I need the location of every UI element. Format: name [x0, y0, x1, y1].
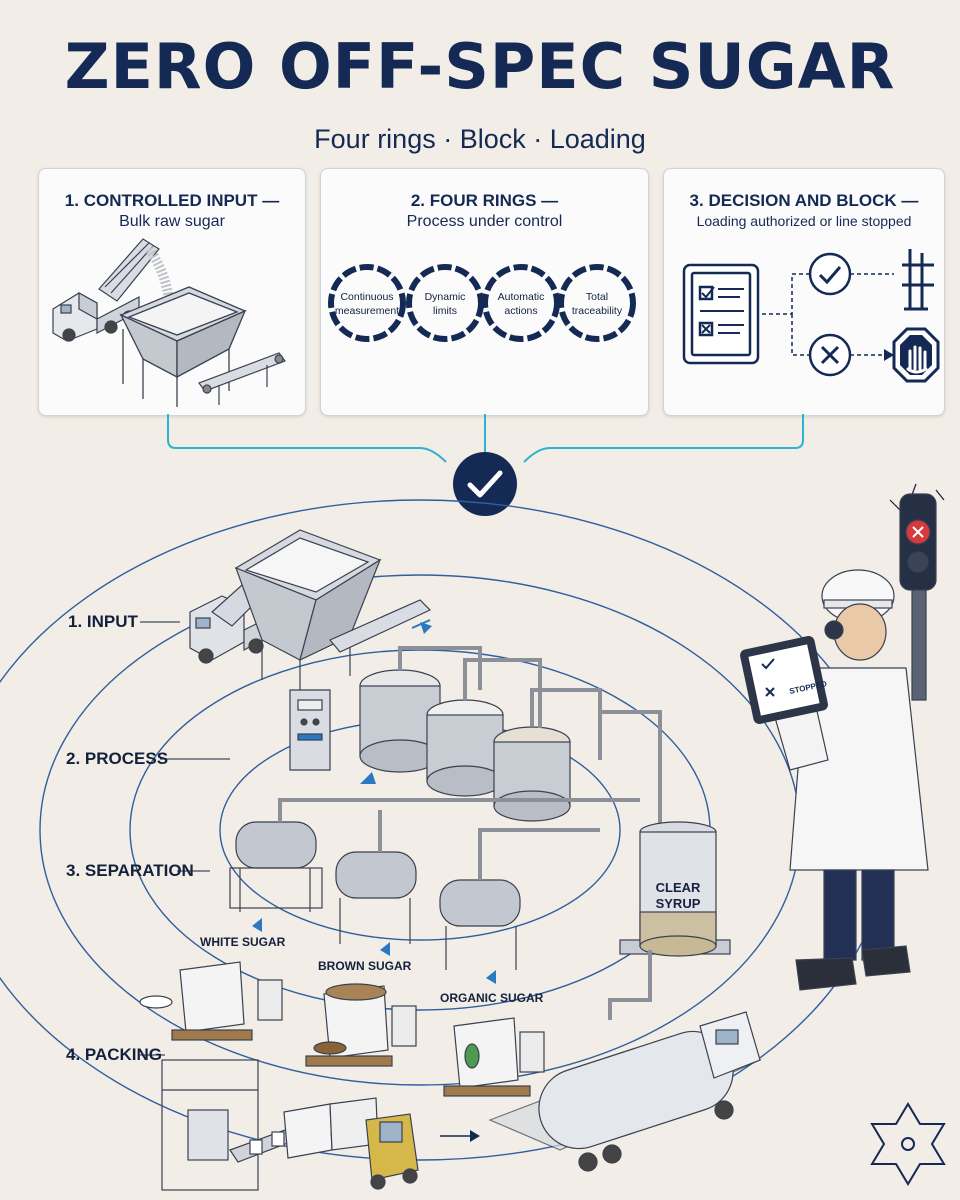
ring-label-2b: limits: [433, 305, 457, 317]
stage-label-packing: 4. PACKING: [66, 1045, 163, 1064]
input-hopper-illustration: [189, 529, 432, 690]
rings-graphic: Continuous measurement Dynamic limits Au…: [328, 264, 636, 342]
separation-centrifuges-illustration: [229, 798, 640, 970]
stage-label-input: 1. INPUT: [68, 612, 138, 631]
product-bags-illustration: [139, 961, 545, 1097]
arrow-icon: [884, 349, 894, 361]
ring-label-2: Dynamic: [425, 291, 466, 303]
ring-total-traceability: Total traceability: [558, 264, 636, 342]
checklist-icon: [682, 263, 760, 365]
reject-x-icon: [808, 333, 852, 377]
ring-label-4: Total: [586, 291, 608, 303]
central-check-icon: [453, 452, 517, 516]
card-title: 3. DECISION AND BLOCK —: [689, 191, 919, 210]
ring-continuous-measurement: Continuous measurement: [328, 264, 406, 342]
approve-check-icon: [808, 252, 852, 296]
product-label-white: WHITE SUGAR: [200, 935, 286, 949]
card-four-rings: 2. FOUR RINGS — Process under control Co…: [320, 168, 649, 416]
stage-leaders: [140, 621, 230, 1056]
card-subtitle: Loading authorized or line stopped: [696, 213, 912, 229]
tablet-icon: STOPPED: [740, 636, 828, 724]
card-title: 2. FOUR RINGS —: [410, 191, 559, 210]
truck-hopper-illustration: [52, 238, 286, 407]
conveyor-icon: [198, 352, 286, 405]
process-vats-illustration: [289, 646, 662, 830]
operator-figure: [769, 569, 929, 991]
stop-light-icon: [889, 483, 945, 701]
connector-lines: [167, 414, 804, 463]
card-subtitle: Bulk raw sugar: [119, 213, 225, 230]
packing-line-illustration: [161, 1059, 419, 1191]
card-controlled-input: 1. CONTROLLED INPUT — Bulk raw sugar: [38, 168, 306, 416]
card-title: 1. CONTROLLED INPUT —: [64, 191, 280, 210]
stage-label-separation: 3. SEPARATION: [66, 861, 194, 880]
product-label-brown: BROWN SUGAR: [318, 959, 412, 973]
ring-label-3b: actions: [504, 305, 537, 317]
dump-truck-icon: [52, 238, 160, 342]
tank-label-2: SYRUP: [656, 896, 701, 911]
ring-label-3: Automatic: [498, 291, 545, 303]
card-decision-block: 3. DECISION AND BLOCK — Loading authoriz…: [663, 168, 945, 416]
card-subtitle: Process under control: [406, 213, 563, 230]
page-subtitle: Four rings · Block · Loading: [314, 124, 646, 154]
ring-label-4b: traceability: [572, 305, 623, 317]
branch-lines-icon: [762, 273, 894, 356]
ring-label-1b: measurement: [335, 305, 399, 317]
page-title: ZERO OFF-SPEC SUGAR: [64, 30, 896, 103]
product-label-organic: ORGANIC SUGAR: [440, 991, 544, 1005]
ring-dynamic-limits: Dynamic limits: [406, 264, 484, 342]
clear-syrup-tank: CLEAR SYRUP: [608, 821, 731, 1020]
stage-label-process: 2. PROCESS: [66, 749, 169, 768]
tank-label-1: CLEAR: [656, 880, 701, 895]
stop-hand-icon: [892, 327, 940, 383]
ring-label-1: Continuous: [340, 291, 393, 303]
tanker-truck-illustration: [488, 1011, 762, 1172]
brand-logo-icon: [870, 1102, 946, 1186]
decision-flow-graphic: [682, 249, 940, 383]
hopper-icon: [119, 286, 247, 407]
ring-automatic-actions: Automatic actions: [482, 264, 560, 342]
loading-arm-icon: [902, 249, 934, 311]
